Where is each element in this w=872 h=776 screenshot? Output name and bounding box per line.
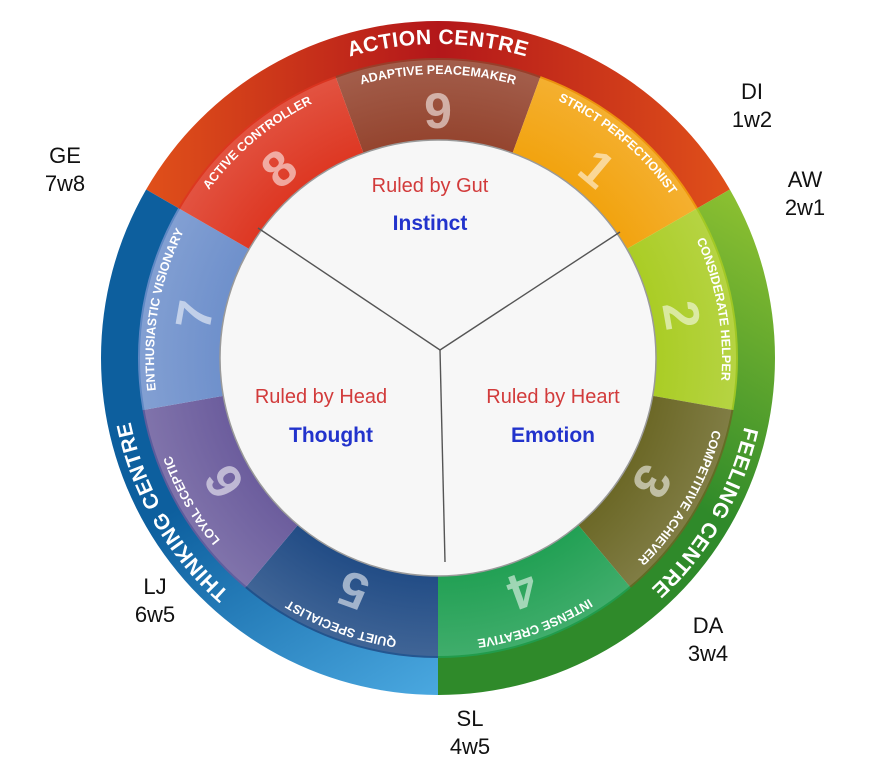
centre-band-action-centre: [146, 21, 730, 209]
person-initials: DI: [741, 79, 763, 104]
gut-ruled-label: Ruled by Gut: [372, 175, 489, 197]
divider-line: [439, 349, 446, 563]
person-initials: SL: [456, 706, 484, 731]
head-ruled-label: Ruled by Head: [255, 386, 387, 408]
type-number: 9: [424, 83, 452, 139]
person-wing: 3w4: [687, 641, 729, 666]
person-wing: 1w2: [731, 107, 773, 132]
person-label-di: DI 1w2: [722, 78, 782, 134]
divider-line: [257, 227, 441, 351]
divider-line: [439, 231, 621, 351]
person-label-da: DA 3w4: [678, 612, 738, 668]
person-wing: 2w1: [784, 195, 826, 220]
person-wing: 4w5: [449, 734, 491, 759]
person-label-aw: AW 2w1: [775, 166, 835, 222]
person-initials: DA: [692, 613, 724, 638]
gut-type-label: Instinct: [393, 212, 468, 235]
centre-band-thinking-centre: [100, 189, 439, 695]
person-label-ge: GE 7w8: [35, 142, 95, 198]
head-type-label: Thought: [289, 424, 373, 447]
inner-dividers: [257, 227, 621, 563]
inner-circle-group: Ruled by Gut Instinct Ruled by Head Thou…: [219, 139, 657, 577]
person-wing: 7w8: [44, 171, 86, 196]
person-wing: 6w5: [134, 602, 176, 627]
type-segment-fill: [142, 395, 301, 588]
type-segment-fill: [178, 76, 365, 251]
type-segment-fill: [511, 76, 698, 251]
person-initials: AW: [787, 167, 823, 192]
inner-circle: [219, 139, 657, 577]
heart-ruled-label: Ruled by Heart: [486, 386, 620, 408]
person-initials: LJ: [143, 574, 167, 599]
person-label-sl: SL 4w5: [440, 705, 500, 761]
person-label-lj: LJ 6w5: [125, 573, 185, 629]
type-segment-fill: [245, 521, 438, 658]
heart-type-label: Emotion: [511, 424, 595, 447]
centre-band-feeling-centre: [438, 189, 775, 695]
type-segment-fill: [438, 521, 631, 658]
type-segment-fill: [335, 58, 541, 157]
person-initials: GE: [49, 143, 81, 168]
type-segment-fill: [575, 395, 734, 588]
